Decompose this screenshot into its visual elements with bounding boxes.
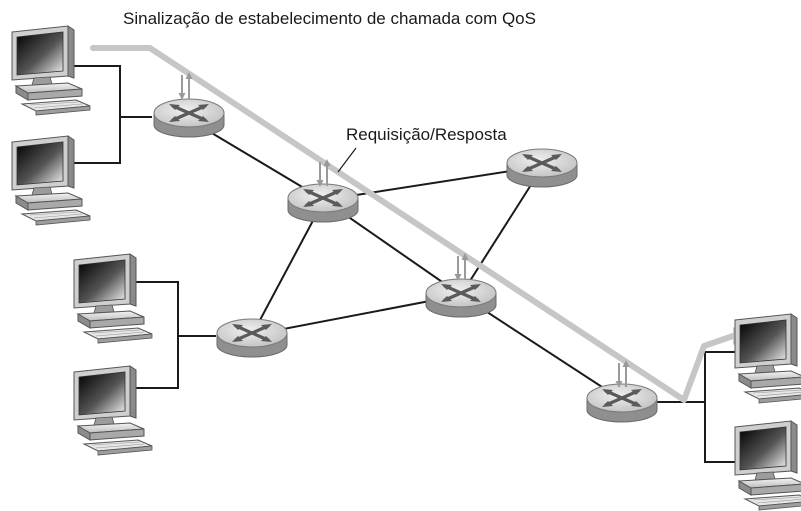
signaling-label: Sinalização de estabelecimento de chamad… [123, 9, 536, 28]
router-icon [215, 317, 289, 359]
qos-signaling-path [90, 45, 736, 403]
request-response-label: Requisição/Resposta [346, 125, 507, 144]
desktop-computer-icon [734, 420, 801, 511]
router-icon [152, 97, 226, 139]
request-response-pointer [337, 147, 357, 173]
desktop-computer-icon [11, 135, 91, 226]
router-icon [505, 147, 579, 189]
desktop-computer-icon [734, 313, 801, 404]
request-response-arrows-icon [453, 252, 470, 282]
router-icon [424, 277, 498, 319]
desktop-computer-icon [11, 25, 91, 116]
request-response-arrows-icon [177, 71, 194, 101]
desktop-computer-icon [73, 365, 153, 456]
router-icon [286, 182, 360, 224]
router-icon [585, 382, 659, 424]
desktop-computer-icon [73, 253, 153, 344]
